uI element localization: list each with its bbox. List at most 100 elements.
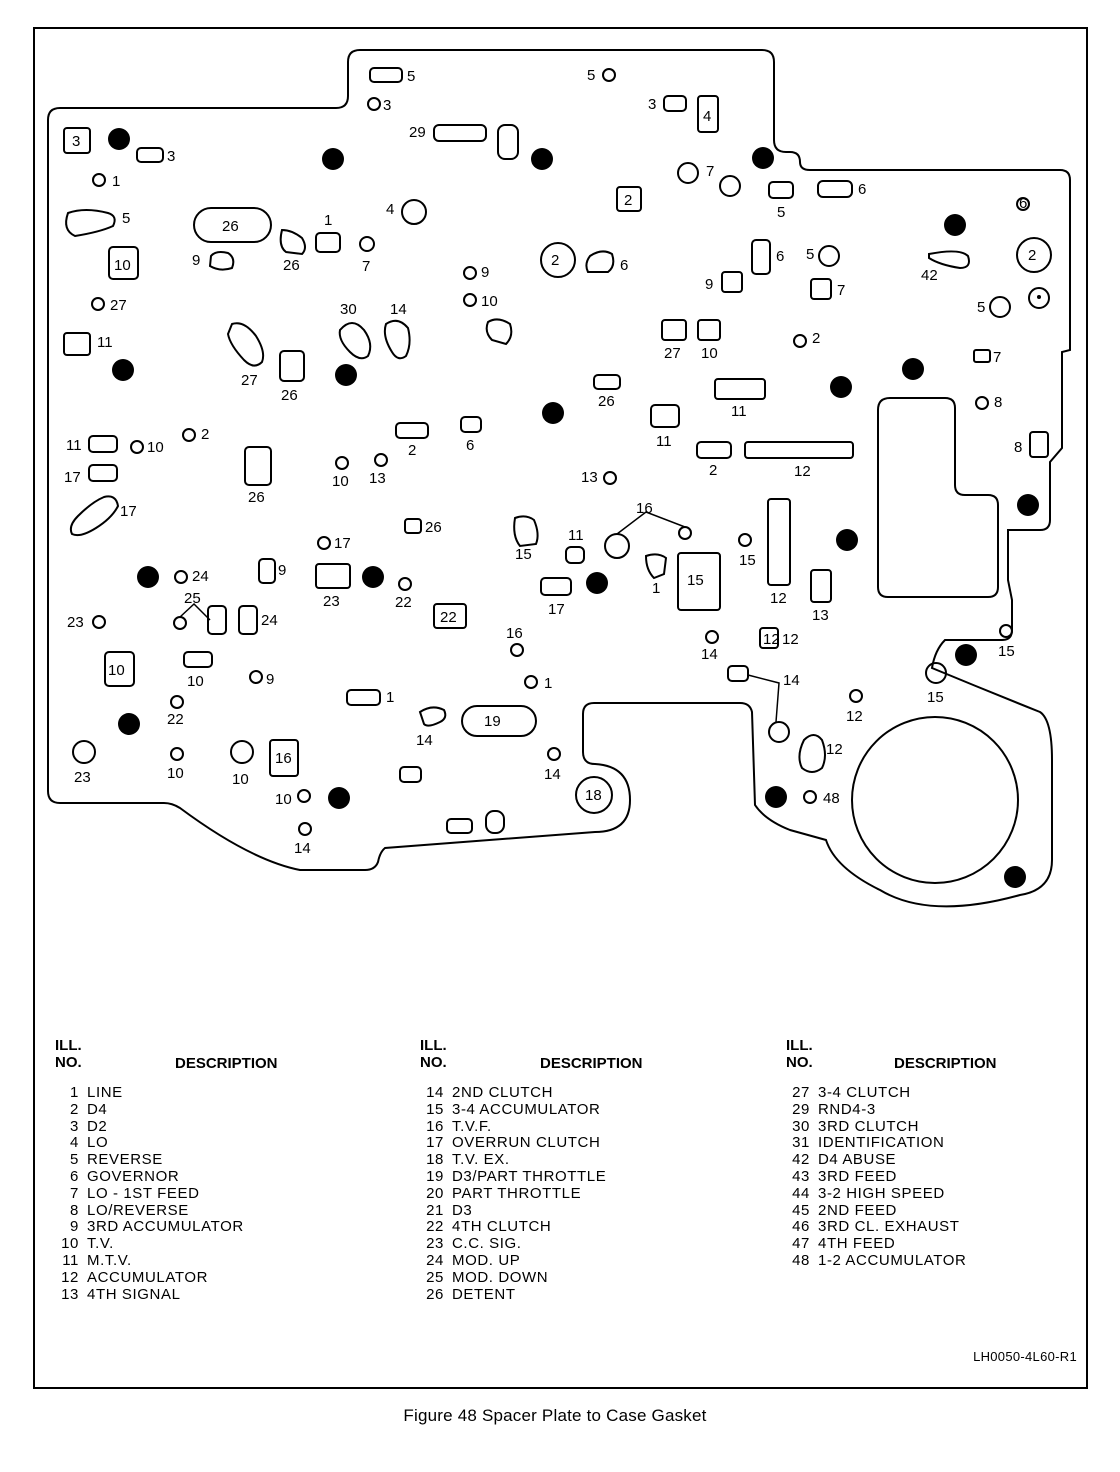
callout-label: 16 (275, 750, 292, 767)
port (374, 453, 388, 467)
port-teardrop (226, 322, 265, 367)
callout-label: 2 (408, 442, 416, 459)
callout-label: 15 (515, 546, 532, 563)
legend-number: 48 (792, 1251, 810, 1269)
callout-label: 3 (72, 133, 80, 150)
slot (63, 332, 91, 356)
legend-number: 31 (792, 1134, 810, 1152)
slot (616, 186, 642, 212)
port-teardrop (418, 706, 447, 727)
legend-description: ACCUMULATOR (87, 1268, 209, 1286)
callout-label: 1 (324, 212, 332, 229)
port-teardrop (383, 319, 411, 360)
part-code: LH0050-4L60-R1 (973, 1349, 1077, 1364)
callout-label: 1 (544, 675, 552, 692)
port (849, 689, 863, 703)
port (705, 630, 719, 644)
slot (399, 766, 422, 783)
round-ports (72, 68, 1050, 836)
port (999, 624, 1013, 638)
legend-description: 3RD ACCUMULATOR (87, 1218, 244, 1236)
legend-description: PART THROTTLE (452, 1184, 582, 1202)
legend-description: MOD. UP (452, 1251, 521, 1269)
callout-label: 17 (548, 601, 565, 618)
slot (661, 319, 687, 341)
large-cutout (877, 397, 999, 598)
legend-number: 17 (426, 1134, 444, 1152)
legend-row: 12 ACCUMULATOR (55, 1268, 244, 1287)
callout-label: 10 (114, 257, 131, 274)
callout-label: 12 (826, 741, 843, 758)
slot (810, 569, 832, 603)
callout-label: 11 (568, 527, 584, 544)
slot (677, 552, 721, 611)
callout-label: 4 (703, 108, 711, 125)
slot (759, 627, 779, 649)
legend-number: 30 (792, 1117, 810, 1135)
legend-number: 16 (426, 1117, 444, 1135)
port (768, 721, 790, 743)
slot (460, 416, 482, 433)
port (510, 643, 524, 657)
callout-label: 10 (108, 662, 125, 679)
port (524, 675, 538, 689)
slot (751, 239, 771, 275)
slot (183, 651, 213, 668)
legend-row: 20 PART THROTTLE (420, 1184, 606, 1203)
legend-description: 3-4 CLUTCH (818, 1084, 911, 1101)
port (677, 162, 699, 184)
port-teardrop (279, 228, 306, 256)
leader-line (179, 602, 211, 621)
legend-description: T.V. (87, 1235, 114, 1253)
port (719, 175, 741, 197)
port-teardrop (513, 515, 539, 548)
callout-label: 14 (783, 672, 800, 689)
callout-label: 3 (648, 96, 656, 113)
legend-number: 20 (426, 1184, 444, 1202)
legend-number: 6 (70, 1167, 79, 1185)
figure-caption: Figure 48 Spacer Plate to Case Gasket (403, 1406, 707, 1425)
callout-label: 26 (248, 489, 265, 506)
port (925, 662, 947, 684)
legend-number: 15 (426, 1100, 444, 1118)
callout-label: 17 (120, 503, 137, 520)
leader-line (616, 511, 686, 535)
legend-number: 22 (426, 1218, 444, 1236)
callout-label: 10 (167, 765, 184, 782)
slot (697, 319, 721, 341)
port (359, 236, 375, 252)
callout-label: 2 (709, 462, 717, 479)
legend-description: C.C. SIG. (452, 1235, 522, 1253)
legend-number: 12 (61, 1268, 79, 1286)
callout-label: 9 (192, 252, 200, 269)
callout-label: 10 (481, 293, 498, 310)
port (92, 615, 106, 629)
port-teardrop (928, 250, 970, 270)
legend-number: 27 (792, 1084, 810, 1101)
legend-number: 7 (70, 1184, 79, 1202)
port (298, 822, 312, 836)
port (1028, 287, 1050, 309)
bolt-hole (137, 566, 159, 588)
legend-description-header: DESCRIPTION (540, 1055, 643, 1072)
callout-label: 48 (823, 790, 840, 807)
legend-number: 23 (426, 1235, 444, 1253)
callout-label: 16 (506, 625, 523, 642)
callout-label: 5 (587, 67, 595, 84)
port (975, 396, 989, 410)
callout-label: 2 (201, 426, 209, 443)
legend-number: 11 (62, 1251, 79, 1269)
port (540, 242, 576, 278)
slot (404, 518, 422, 534)
callout-label: 26 (283, 257, 300, 274)
figure-frame (33, 27, 1088, 1389)
